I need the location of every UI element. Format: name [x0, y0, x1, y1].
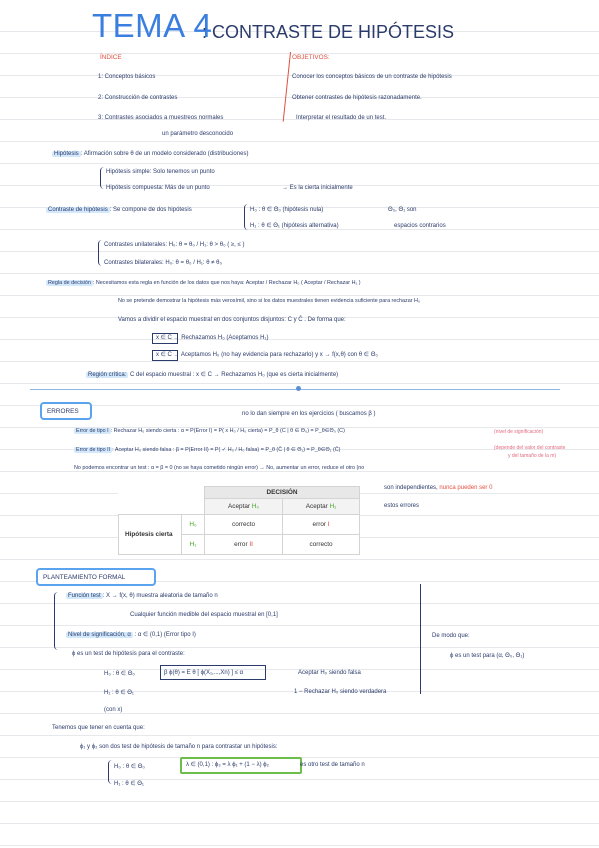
decision-table: DECISIÓN Aceptar H₀ Aceptar H₁ Hipótesis…: [118, 486, 360, 555]
error-tipo-1: Error de tipo I: Rechazar H₀ siendo cier…: [74, 428, 345, 434]
contraste-definition: Contraste de hipótesis: Se compone de do…: [46, 207, 192, 213]
section-divider: [30, 389, 560, 390]
tipo-2-note-1: (depende del valor del contraste: [494, 445, 566, 451]
regla-decision: Regla de decisión: Necesitamos esta regl…: [46, 280, 361, 286]
errores-box: ERRORES: [40, 402, 92, 420]
aceptar-note: Aceptar H₀ siendo falsa: [298, 670, 361, 676]
con-x-note: (con x): [104, 707, 123, 713]
formula-note: es otro test de tamaño n: [300, 762, 365, 768]
cell-h1-aceptar: error II: [203, 534, 284, 555]
objetivo-item-2: Obtener contrastes de hipótesis razonada…: [292, 95, 422, 101]
funcion-line-2: Cualquier función medible del espacio mu…: [130, 612, 278, 618]
objetivo-item-3: Interpretar el resultado de un test.: [296, 115, 387, 121]
compuesta-note: → Es la cierta inicialmente: [282, 185, 353, 191]
last-h0: H₀ : θ ∈ Θ₀: [114, 764, 145, 770]
beta-frame: [160, 665, 266, 680]
tenemos-line: Tenemos que tener en cuenta que:: [52, 725, 145, 731]
table-corner-2: [119, 499, 205, 515]
hipotesis-bracket: [100, 167, 106, 189]
hipotesis-simple: Hipótesis simple: Solo tenemos un punto: [106, 169, 215, 175]
funcion-test: Función test: X → f(x, θ) muestra aleato…: [66, 593, 218, 599]
plant-right-rule: [420, 584, 421, 694]
nivel-significacion: Nivel de significación, α : α ∈ (0,1) (E…: [66, 632, 196, 638]
col-aceptar-h1: Aceptar H₁: [282, 498, 360, 515]
rechazar-note: 1 − Rechazar H₀ siendo verdadera: [294, 689, 387, 695]
contrastes-unilaterales: Contrastes unilaterales: H₀: θ = θ₀ / H₁…: [104, 242, 245, 248]
bullet-line: ϕ₁ y ϕ₂ son dos test de hipótesis de tam…: [80, 744, 278, 750]
objetivo-item-1: Conocer los conceptos básicos de un cont…: [292, 74, 452, 80]
divider-dot: [296, 386, 301, 391]
case-1: x ∈ C → Rechazamos H₀ (Aceptamos H₁): [156, 335, 269, 341]
contraste-h1: H₁ : θ ∈ Θ₁ (hipótesis alternativa): [250, 223, 339, 229]
indice-item-2: 2: Construcción de contrastes: [98, 95, 178, 101]
contrastes-bracket: [98, 240, 104, 266]
contrastes-bilaterales: Contrastes bilaterales: H₀: θ = θ₀ / H₁:…: [104, 260, 223, 266]
tema-title: TEMA 4: [92, 7, 213, 44]
error-tipo-2: Error de tipo II: Aceptar H₀ siendo fals…: [74, 447, 341, 453]
contraste-bracket: [244, 204, 250, 230]
regla-line-2: No se pretende demostrar la hipótesis má…: [118, 298, 421, 304]
contraste-note-2: espacios contrarios: [394, 223, 446, 229]
errores-line-3: No podemos encontrar un test : α = β = 0…: [74, 465, 365, 471]
hipotesis-definition: Hipótesis: Afirmación sobre θ de un mode…: [52, 151, 249, 157]
page-subtitle: : CONTRASTE DE HIPÓTESIS: [202, 22, 455, 42]
errores-note: no lo dan siempre en los ejercicios ( bu…: [242, 411, 376, 417]
contraste-note-1: Θ₀, Θ₁ son: [388, 207, 417, 213]
column-divider: [282, 52, 291, 122]
formula-frame: [180, 757, 302, 774]
case-2: x ∈ C̄ → Aceptamos H₀ (no hay evidencia …: [156, 352, 378, 358]
indice-heading: ÍNDICE: [100, 54, 122, 61]
table-corner: [119, 487, 205, 499]
errores-line-4: son independientes, nunca pueden ser 0: [384, 485, 493, 491]
indice-item-1: 1: Conceptos básicos: [98, 74, 156, 80]
contraste-h0: H₀ : θ ∈ Θ₀ (hipótesis nula): [250, 207, 324, 213]
case-2-frame: [152, 350, 178, 361]
row-head-hipotesis: Hipótesis cierta: [118, 514, 182, 555]
decision-header: DECISIÓN: [204, 486, 360, 499]
row-h0: H₀: [181, 514, 205, 535]
cell-h0-rechazar: error I: [282, 514, 360, 535]
region-critica: Región crítica: C del espacio muestral :…: [86, 372, 339, 378]
beta-formula: β ϕ(θ) = E θ [ ϕ(X₁,...,Xn) ] ≤ α: [164, 670, 244, 676]
cell-h1-rechazar: correcto: [282, 534, 360, 555]
de-modo: De modo que:: [432, 633, 470, 639]
test-line: ϕ es un test de hipótesis para el contra…: [72, 651, 185, 657]
hipotesis-compuesta: Hipótesis compuesta: Más de un punto: [106, 185, 210, 191]
plant-h1: H₁ : θ ∈ Θ₁: [104, 690, 134, 696]
parametro-note: un parámetro desconocido: [162, 131, 234, 137]
indice-item-3: 3: Contrastes asociados a muestreos norm…: [98, 115, 224, 121]
cell-h0-aceptar: correcto: [203, 514, 284, 535]
de-modo-2: ϕ es un test para (α, Θ₀, Θ₁): [450, 653, 525, 659]
tipo-2-note-2: y del tamaño de la m): [508, 453, 557, 459]
last-h1: H₁ : θ ∈ Θ₁: [114, 781, 144, 787]
regla-line-3: Vamos a dividir el espacio muestral en d…: [118, 317, 346, 323]
last-bracket: [108, 760, 114, 784]
objetivos-heading: OBJETIVOS:: [292, 54, 330, 61]
col-aceptar-h0: Aceptar H₀: [203, 498, 284, 515]
errores-line-5: estos errores: [384, 503, 420, 509]
planteamiento-box: PLANTEAMIENTO FORMAL: [36, 568, 156, 586]
lambda-formula: λ ∈ (0,1) : ϕ₃ = λ ϕ₁ + (1 − λ) ϕ₂: [186, 762, 269, 768]
plant-h0: H₀ : θ ∈ Θ₀: [104, 671, 135, 677]
row-h1: H₁: [181, 534, 205, 555]
case-1-frame: [152, 333, 178, 344]
planteamiento-bracket: [54, 592, 65, 650]
tipo-1-note: (nivel de significación): [494, 429, 544, 435]
